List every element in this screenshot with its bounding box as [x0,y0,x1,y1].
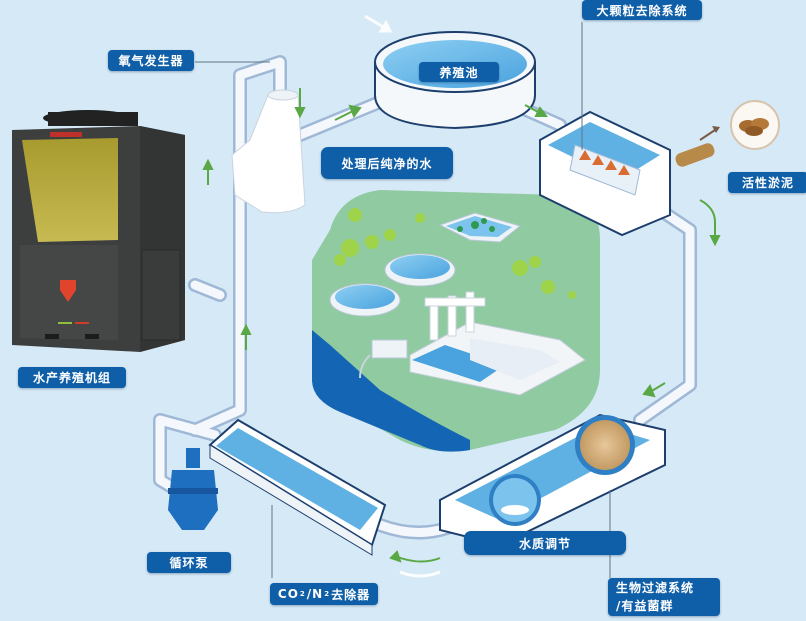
label-treated-water: 处理后纯净的水 [321,147,453,179]
bio-filter-tank [439,413,666,547]
n2-subscript: 2 [324,590,331,598]
label-aquaculture-unit: 水产养殖机组 [18,367,126,388]
flow-arrows [202,88,721,563]
drum-filter-tank [539,110,720,237]
label-oxygen-generator: 氧气发生器 [108,50,194,71]
label-water-quality-regulation: 水质调节 [464,531,626,555]
co2-n2-stripper [208,418,387,556]
bio-filter-line1: 生物过滤系统 [616,581,695,595]
treatment-plant-illustration [312,190,600,452]
label-circulation-pump: 循环泵 [147,552,231,573]
oxygen-generator-cone [231,89,306,214]
label-activated-sludge: 活性淤泥 [728,172,806,193]
co2-prefix: CO [277,587,299,601]
white-flow-arrows [364,14,441,578]
activated-sludge-icon [730,100,780,150]
label-culture-pond: 养殖池 [419,62,499,82]
circulation-pump [168,448,218,530]
aquaculture-heat-pump-unit [12,110,185,352]
label-large-particle-removal: 大颗粒去除系统 [582,0,702,20]
co2-subscript: 2 [299,590,306,598]
label-bio-filter-system: 生物过滤系统 /有益菌群 [608,578,720,616]
bio-filter-line2: /有益菌群 [616,599,674,613]
remover-suffix: 去除器 [331,587,371,602]
n2-prefix: /N [306,587,324,601]
